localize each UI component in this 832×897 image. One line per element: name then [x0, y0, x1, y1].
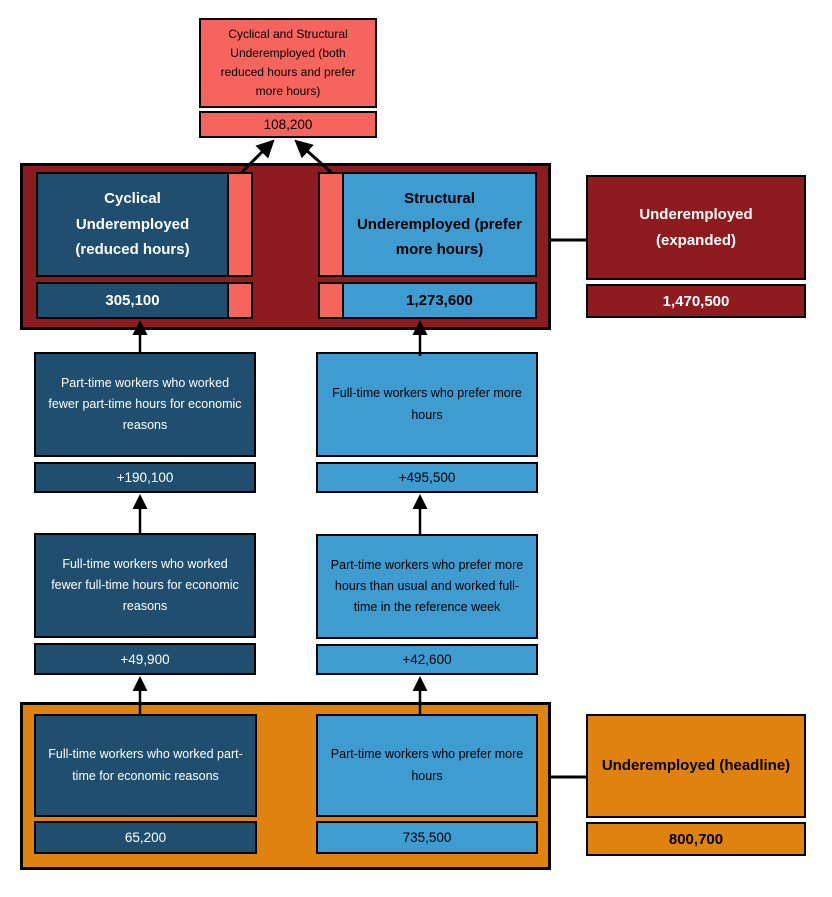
node-ft-prefer-more-value: +495,500	[316, 462, 538, 493]
node-ft-worked-pt-value: 65,200	[34, 821, 257, 854]
node-ft-fewer-ft-hours-value: +49,900	[34, 643, 256, 675]
structural-overlap-strip-value	[318, 282, 344, 319]
node-structural-label: Structural Underemployed (prefer more ho…	[342, 172, 537, 277]
node-pt-prefer-more-label: Part-time workers who prefer more hours	[316, 714, 538, 817]
node-ft-worked-pt-label: Full-time workers who worked part-time f…	[34, 714, 257, 817]
node-pt-prefer-more-value: 735,500	[316, 821, 538, 854]
node-combined-label: Cyclical and Structural Underemployed (b…	[199, 18, 377, 108]
node-headline-value: 800,700	[586, 822, 806, 856]
node-cyclical-label: Cyclical Underemployed (reduced hours)	[36, 172, 229, 277]
node-pt-prefer-more-worked-ft-value: +42,600	[316, 644, 538, 675]
node-combined-value: 108,200	[199, 111, 377, 138]
cyclical-overlap-strip-value	[227, 282, 253, 319]
structural-overlap-strip	[318, 172, 344, 277]
cyclical-overlap-strip	[227, 172, 253, 277]
node-expanded-label: Underemployed (expanded)	[586, 175, 806, 280]
node-cyclical-value: 305,100	[36, 282, 229, 319]
node-expanded-value: 1,470,500	[586, 284, 806, 318]
node-pt-prefer-more-worked-ft-label: Part-time workers who prefer more hours …	[316, 534, 538, 639]
node-headline-label: Underemployed (headline)	[586, 714, 806, 818]
node-pt-fewer-pt-hours-value: +190,100	[34, 462, 256, 493]
node-ft-fewer-ft-hours-label: Full-time workers who worked fewer full-…	[34, 533, 256, 638]
node-ft-prefer-more-label: Full-time workers who prefer more hours	[316, 352, 538, 457]
node-structural-value: 1,273,600	[342, 282, 537, 319]
node-pt-fewer-pt-hours-label: Part-time workers who worked fewer part-…	[34, 352, 256, 457]
